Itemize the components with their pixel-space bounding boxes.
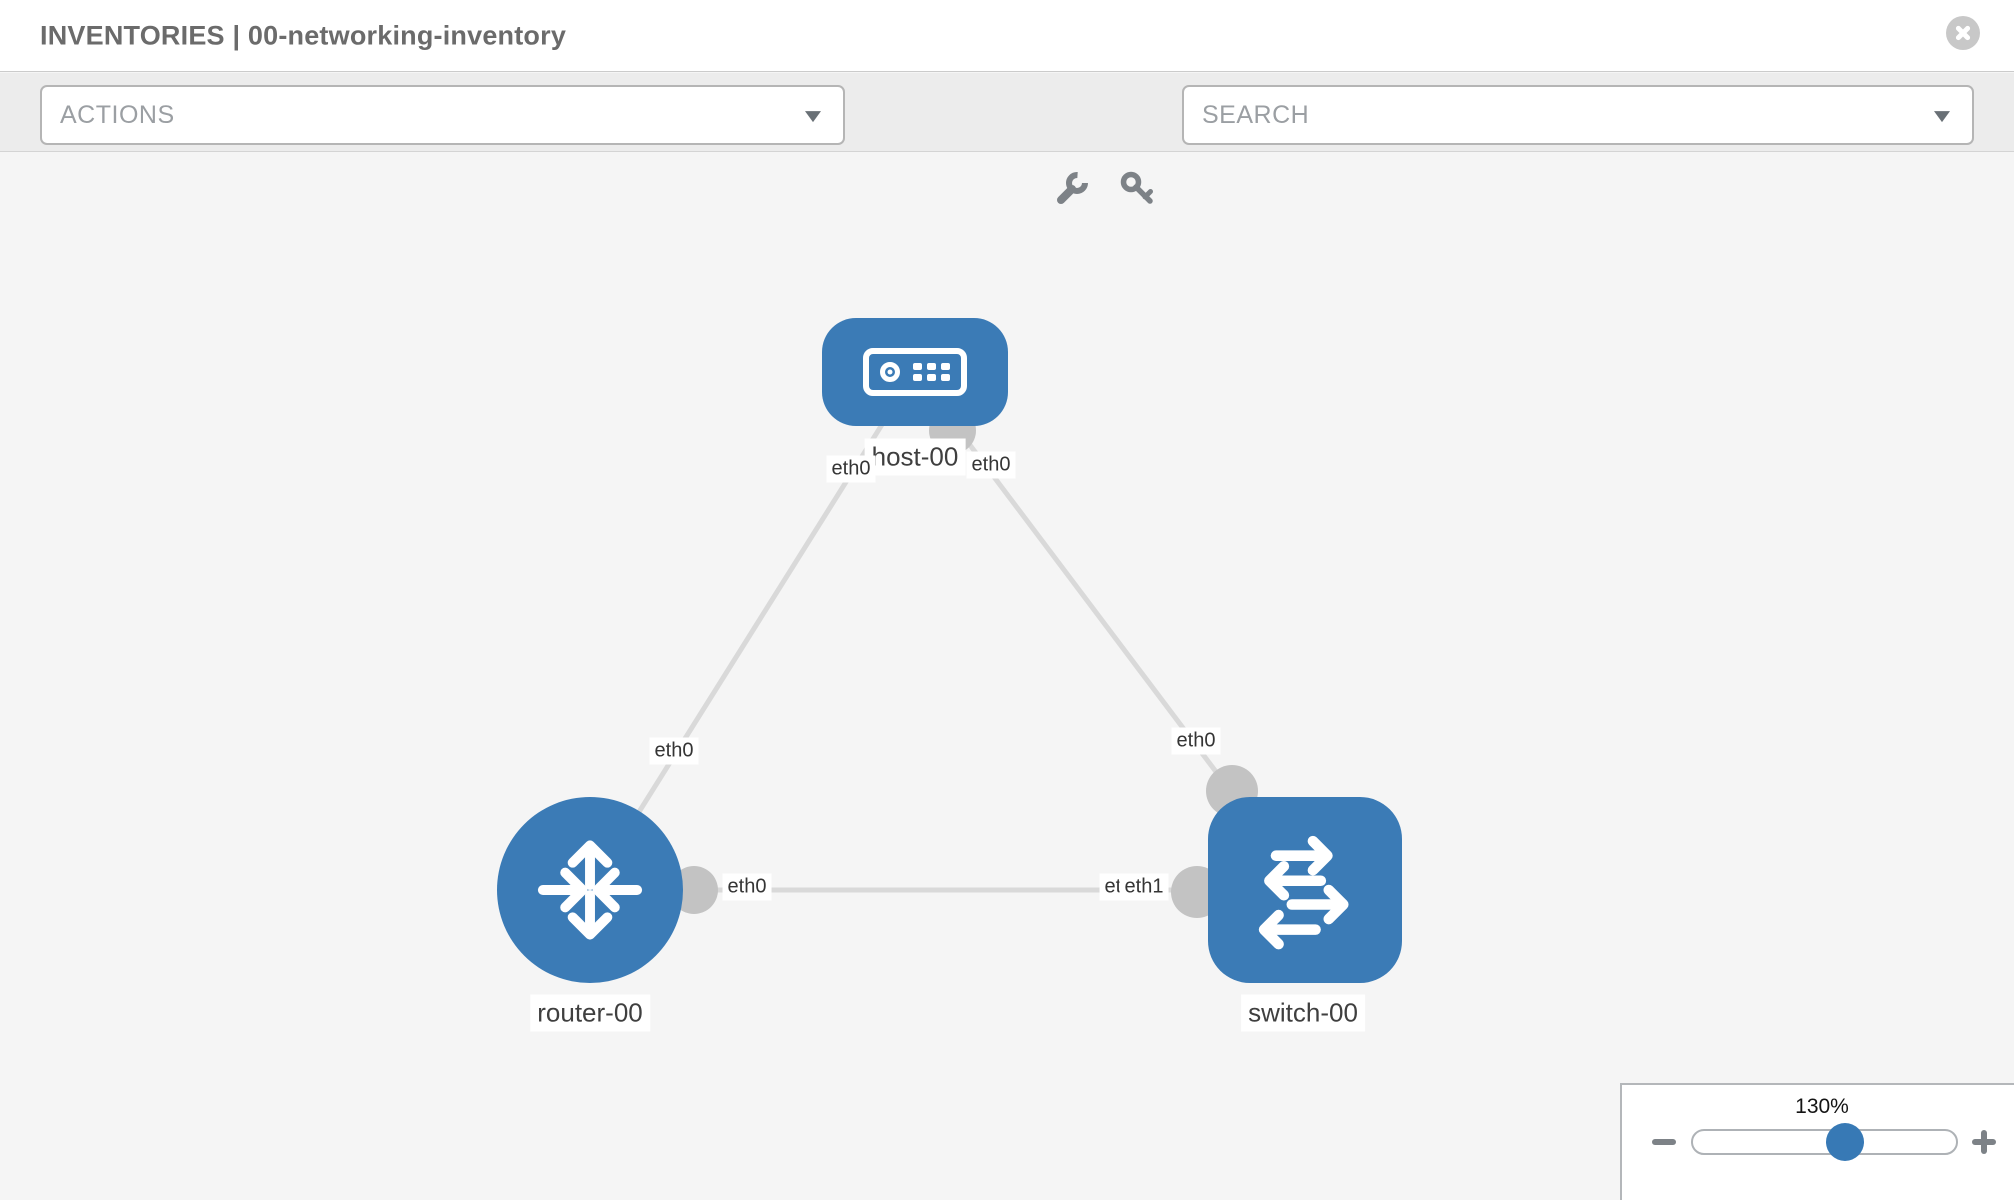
- actions-label: ACTIONS: [60, 100, 175, 129]
- header: INVENTORIES | 00-networking-inventory: [0, 0, 2014, 72]
- zoom-out-button[interactable]: [1651, 1129, 1677, 1155]
- switch-icon: [1258, 835, 1349, 950]
- plus-icon: [1981, 1130, 1987, 1154]
- iface-label-switch-eth0: eth0: [1171, 727, 1221, 755]
- toolbar: ACTIONS SEARCH: [0, 73, 2014, 204]
- server-vents-icon: [913, 363, 950, 381]
- actions-dropdown[interactable]: ACTIONS: [40, 85, 845, 145]
- chevron-down-icon: [1934, 111, 1950, 123]
- iface-label-host-eth0-right: eth0: [966, 451, 1016, 479]
- router-icon: [537, 840, 643, 940]
- zoom-control-panel: 130%: [1620, 1083, 2014, 1200]
- node-switch-00[interactable]: [1208, 797, 1402, 983]
- wrench-icon[interactable]: [1050, 169, 1094, 214]
- node-label-host: host-00: [864, 438, 966, 476]
- server-icon: [863, 348, 967, 396]
- close-button[interactable]: [1946, 16, 1980, 50]
- topology-canvas[interactable]: host-00 router-00 switch-00 eth0 eth0 et…: [0, 152, 2014, 1200]
- node-label-switch: switch-00: [1241, 994, 1365, 1032]
- node-router-00[interactable]: [497, 797, 683, 983]
- power-button-icon: [880, 362, 900, 382]
- node-host-00[interactable]: [822, 318, 1008, 426]
- chevron-down-icon: [805, 111, 821, 123]
- zoom-in-button[interactable]: [1971, 1129, 1997, 1155]
- iface-label-router-eth0: eth0: [649, 737, 699, 765]
- zoom-slider-track[interactable]: [1691, 1129, 1958, 1155]
- iface-label-bottom-eth1: eth1: [1119, 873, 1169, 901]
- minus-icon: [1652, 1139, 1676, 1145]
- iface-label-bottom-eth0: eth0: [722, 873, 772, 901]
- node-label-router: router-00: [530, 994, 650, 1032]
- zoom-slider-thumb[interactable]: [1826, 1123, 1864, 1161]
- key-icon[interactable]: [1115, 169, 1161, 214]
- zoom-level-value: 130%: [1795, 1095, 1849, 1118]
- page-title: INVENTORIES | 00-networking-inventory: [40, 20, 567, 50]
- search-dropdown[interactable]: SEARCH: [1182, 85, 1974, 145]
- search-input: SEARCH: [1202, 100, 1310, 129]
- iface-label-host-eth0-left: eth0: [826, 455, 876, 483]
- topology-links: [587, 370, 1307, 893]
